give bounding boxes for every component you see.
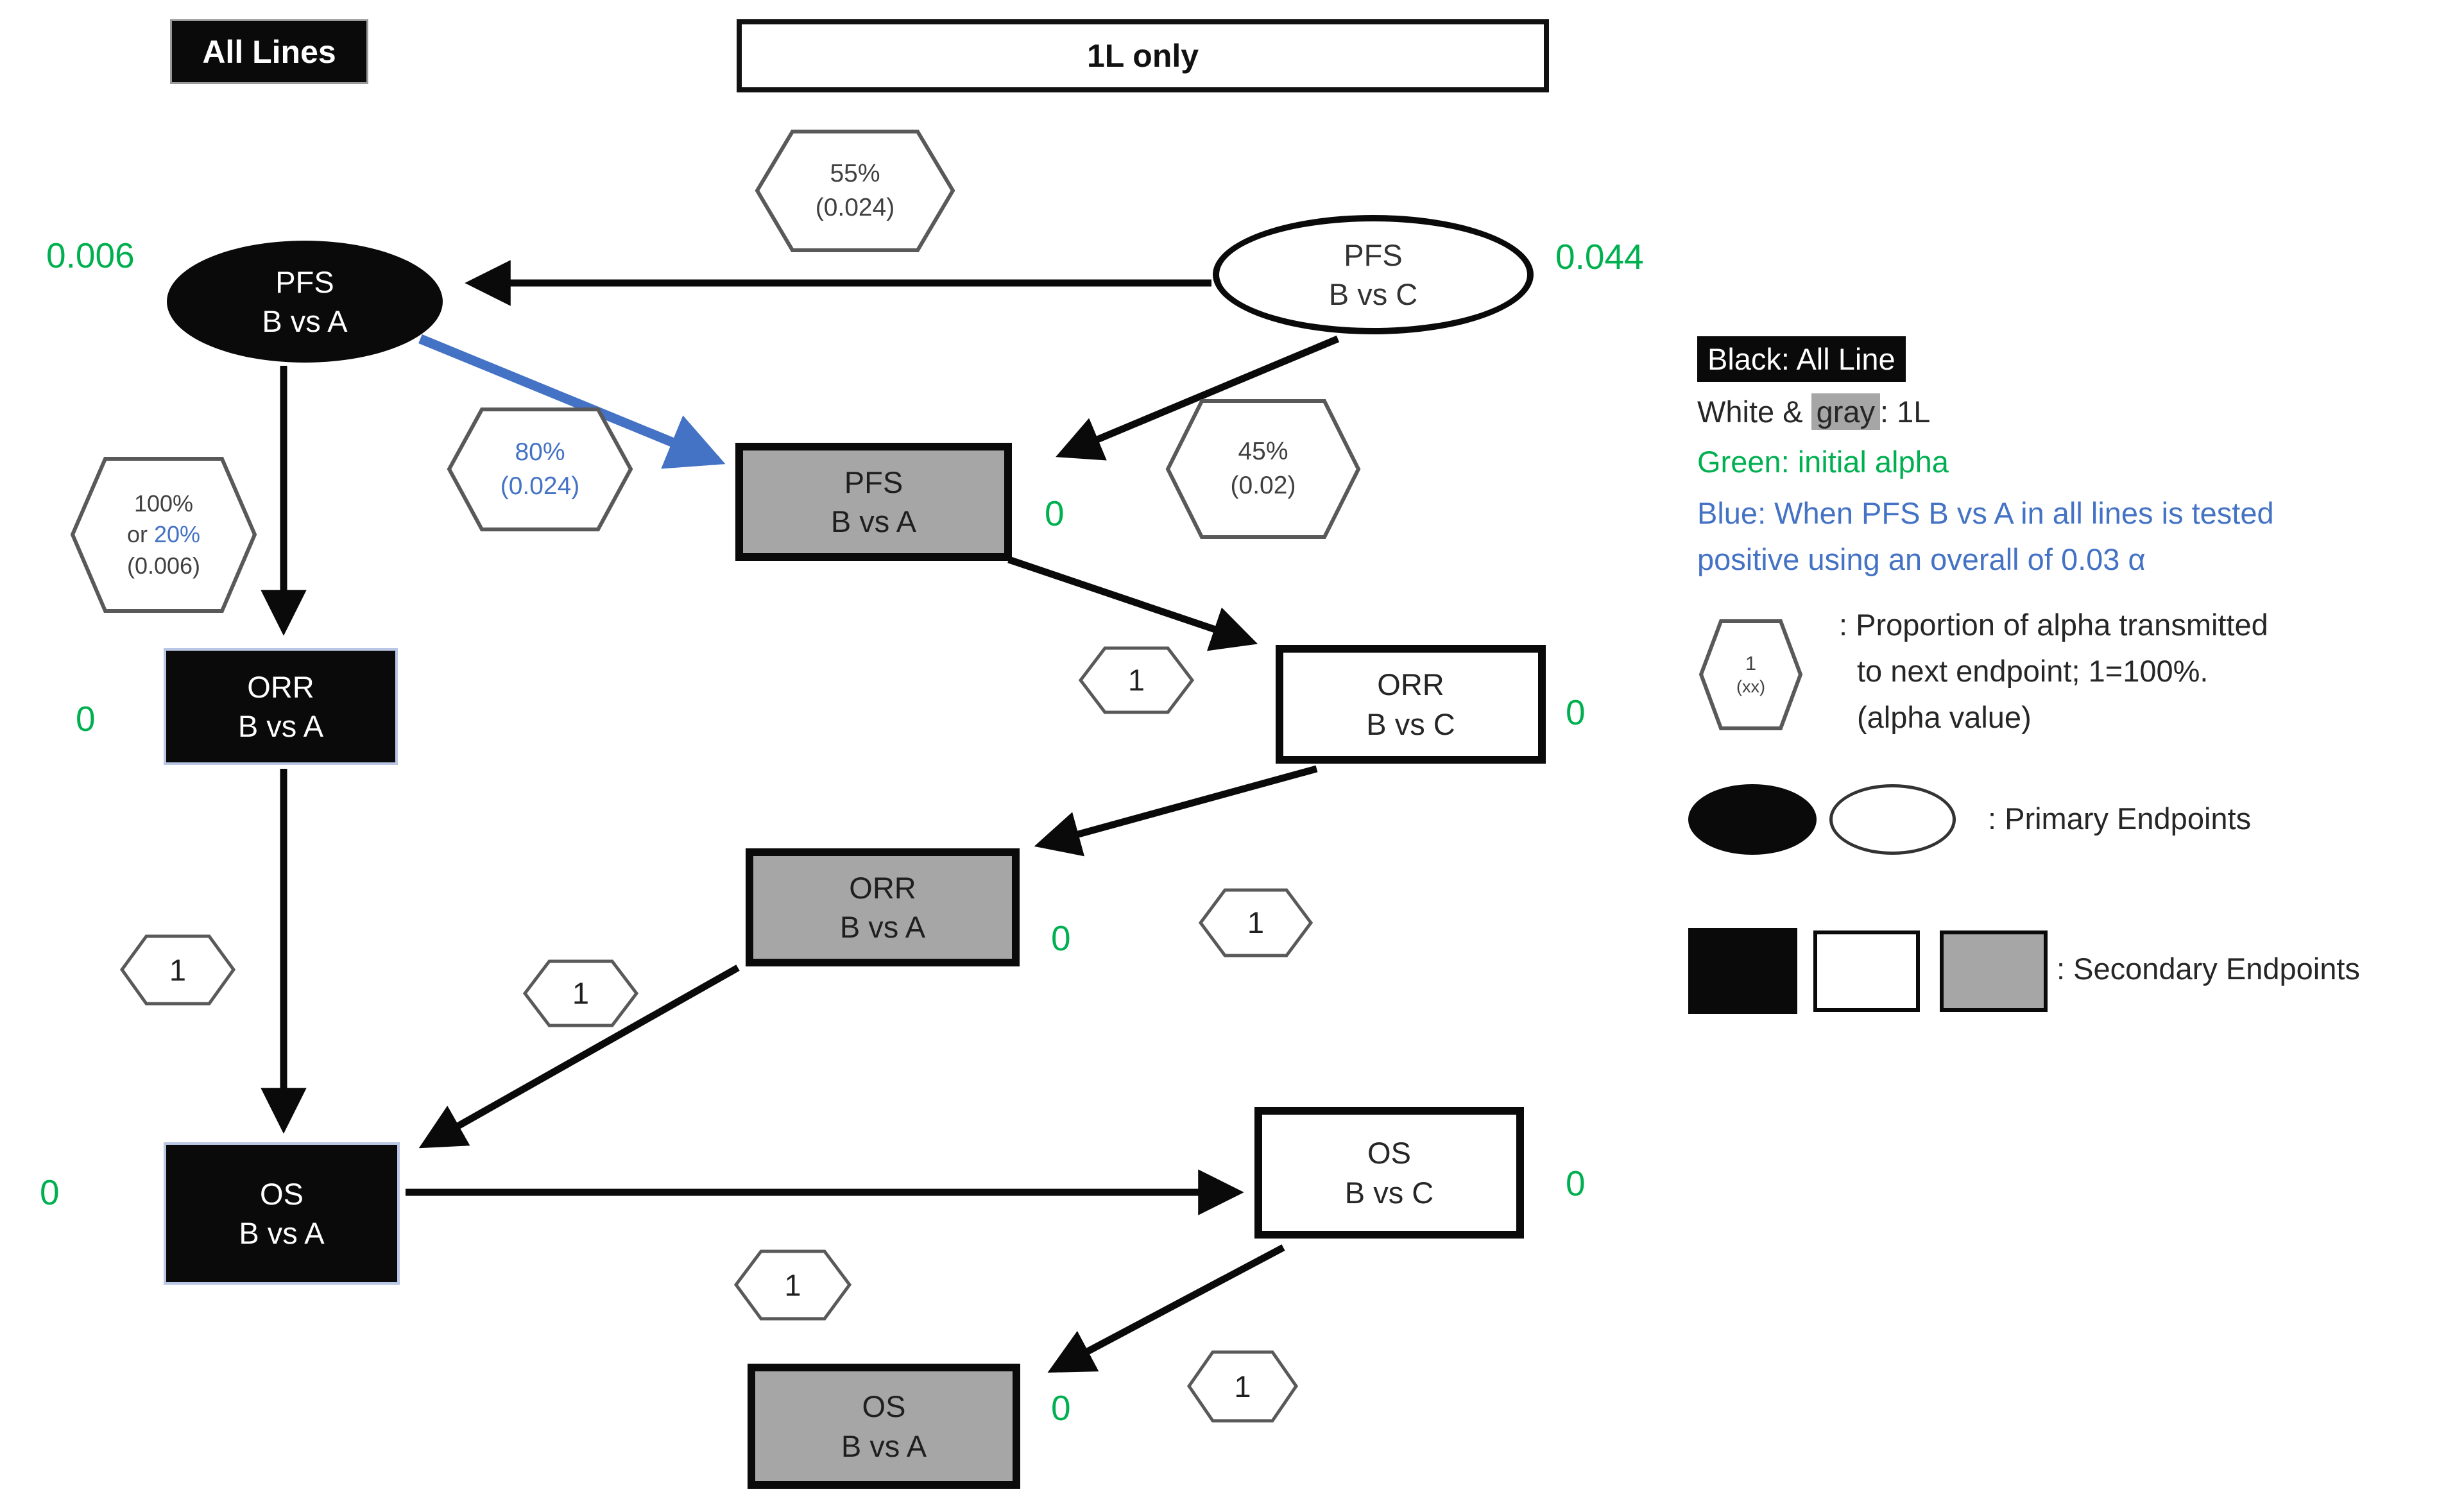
hexagon-alpha: (0.024) xyxy=(500,472,580,500)
hexagon-percent: 80% xyxy=(515,438,565,466)
legend-black-square xyxy=(1688,928,1797,1014)
hexagon-alpha: (0.006) xyxy=(126,552,201,579)
hexagon-1-osba1l-label: 1 xyxy=(1234,1369,1251,1403)
alpha-os-bc: 0 xyxy=(1566,1163,1586,1203)
legend-black-all-line: Black: All Line xyxy=(1697,336,1906,382)
hexagon-percent: 100% xyxy=(133,490,194,517)
hexagon-55-label: 55% (0.024) xyxy=(757,132,953,250)
hexagon-shape-45 xyxy=(1165,399,1361,539)
node-endpoint-label: PFS xyxy=(275,264,334,299)
hexagon-shape-legend xyxy=(1698,619,1803,730)
legend-1l-text: : 1L xyxy=(1880,395,1931,429)
node-endpoint-label: OS xyxy=(862,1389,906,1424)
legend-hex-xx: (xx) xyxy=(1736,677,1765,696)
hexagon-80-label: 80% (0.024) xyxy=(449,409,631,529)
node-os-b-vs-a-1l: OS B vs A xyxy=(748,1364,1020,1489)
legend-primary-endpoints: : Primary Endpoints xyxy=(1988,802,2252,836)
legend-black-ellipse xyxy=(1688,784,1817,855)
node-endpoint-label: ORR xyxy=(1377,667,1444,702)
alpha-os-ba-1l: 0 xyxy=(1051,1388,1071,1428)
node-os-b-vs-c: OS B vs C xyxy=(1254,1107,1524,1239)
or-text: or xyxy=(126,521,154,548)
node-endpoint-label: ORR xyxy=(849,870,916,905)
legend-white-text: White & xyxy=(1697,395,1811,429)
node-comparison-label: B vs A xyxy=(830,504,917,538)
alpha-pfs-bc: 0.044 xyxy=(1555,237,1644,277)
hexagon-1-orr-os-left-label: 1 xyxy=(169,952,187,987)
node-comparison-label: B vs A xyxy=(237,709,324,743)
hexagon-alpha: (0.024) xyxy=(815,193,895,221)
hexagon-shape-1-orr-os-mid xyxy=(522,959,639,1027)
hexagon-shape-55 xyxy=(755,130,955,252)
hexagon-shape-1-orrba1l xyxy=(1198,888,1313,957)
hexagon-1-orrbc-label: 1 xyxy=(1127,663,1145,698)
hexagon-shape-80 xyxy=(447,407,633,531)
alpha-pfs-ba-all: 0.006 xyxy=(46,236,135,275)
legend-hexagon-symbol: 1 (xx) xyxy=(1701,621,1801,728)
hexagon-1-orrba1l-label: 1 xyxy=(1247,905,1265,940)
hexagon-45-label: 45% (0.02) xyxy=(1168,401,1358,537)
legend-gray-square xyxy=(1940,930,2048,1012)
node-endpoint-label: OS xyxy=(260,1176,304,1211)
legend-blue-line1: Blue: When PFS B vs A in all lines is te… xyxy=(1697,496,2274,530)
hexagon-percent-alt: or 20% xyxy=(127,519,200,551)
legend-white-gray-1l: White & gray: 1L xyxy=(1697,393,1931,430)
node-pfs-b-vs-c: PFS B vs C xyxy=(1213,215,1534,334)
arrow-osbc-to-osba-1l xyxy=(1047,1244,1285,1373)
legend-gray-highlight: gray xyxy=(1811,393,1881,430)
hexagon-shape-100-20 xyxy=(70,457,257,613)
header-1l-only: 1L only xyxy=(737,19,1549,92)
header-all-lines: All Lines xyxy=(170,19,368,84)
node-orr-b-vs-a-all-lines: ORR B vs A xyxy=(164,648,398,765)
hexagon-1-osbc-label: 1 xyxy=(784,1267,801,1302)
legend-hex-desc-1: : Proportion of alpha transmitted xyxy=(1839,608,2268,642)
node-endpoint-label: PFS xyxy=(1344,237,1403,272)
node-os-b-vs-a-all-lines: OS B vs A xyxy=(164,1142,400,1285)
alpha-pfs-ba-1l: 0 xyxy=(1045,493,1065,533)
node-orr-b-vs-a-1l: ORR B vs A xyxy=(746,848,1020,966)
legend-blue-line2: positive using an overall of 0.03 α xyxy=(1697,542,2146,576)
node-orr-b-vs-c: ORR B vs C xyxy=(1276,645,1546,764)
alpha-os-ba-all: 0 xyxy=(40,1172,60,1212)
legend-hex-one: 1 xyxy=(1745,652,1757,675)
legend-white-ellipse xyxy=(1829,784,1956,855)
node-comparison-label: B vs A xyxy=(262,304,348,338)
hexagon-shape-1-osba1l xyxy=(1186,1350,1299,1423)
hexagon-100-20-label: 100% or 20% (0.006) xyxy=(73,459,255,611)
node-comparison-label: B vs A xyxy=(841,1428,927,1463)
node-endpoint-label: PFS xyxy=(844,465,903,499)
hexagon-percent: 45% xyxy=(1238,438,1288,466)
arrow-blue-pfsba-all-to-pfsba-1l xyxy=(418,334,726,469)
hexagon-percent: 55% xyxy=(830,159,880,187)
node-endpoint-label: ORR xyxy=(247,669,314,704)
node-comparison-label: B vs C xyxy=(1328,277,1418,311)
hexagon-alpha: (0.02) xyxy=(1230,472,1296,499)
alpha-orr-ba-1l: 0 xyxy=(1051,918,1071,958)
hexagon-1-orr-os-mid-label: 1 xyxy=(572,976,590,1011)
node-comparison-label: B vs C xyxy=(1344,1175,1434,1210)
arrow-orrbc-to-orrba-1l xyxy=(1034,765,1318,857)
legend-secondary-endpoints: : Secondary Endpoints xyxy=(2057,952,2360,986)
arrow-pfsba-1l-to-orrbc xyxy=(1007,556,1258,651)
alpha-orr-bc: 0 xyxy=(1566,692,1586,732)
node-endpoint-label: OS xyxy=(1367,1136,1411,1170)
hexagon-shape-1-orr-os-left xyxy=(119,934,236,1006)
legend-hex-desc-3: (alpha value) xyxy=(1857,700,2032,734)
legend-green-initial-alpha: Green: initial alpha xyxy=(1697,445,1949,479)
node-comparison-label: B vs A xyxy=(839,910,926,944)
hexagon-shape-1-osbc xyxy=(733,1249,852,1321)
node-comparison-label: B vs A xyxy=(239,1216,325,1250)
node-pfs-b-vs-a-all-lines: PFS B vs A xyxy=(167,241,443,363)
alpha-orr-ba-all: 0 xyxy=(76,699,96,739)
arrow-pfsbc-to-pfsba-1l xyxy=(1056,335,1340,461)
hexagon-shape-1-orrbc xyxy=(1078,646,1195,714)
node-pfs-b-vs-a-1l: PFS B vs A xyxy=(735,443,1012,561)
legend-white-square xyxy=(1813,930,1920,1012)
node-comparison-label: B vs C xyxy=(1366,707,1455,741)
arrow-orrba-1l-to-osba-all xyxy=(418,965,740,1149)
legend-hex-desc-2: to next endpoint; 1=100%. xyxy=(1857,654,2209,688)
percent-alt-blue: 20% xyxy=(153,521,201,548)
